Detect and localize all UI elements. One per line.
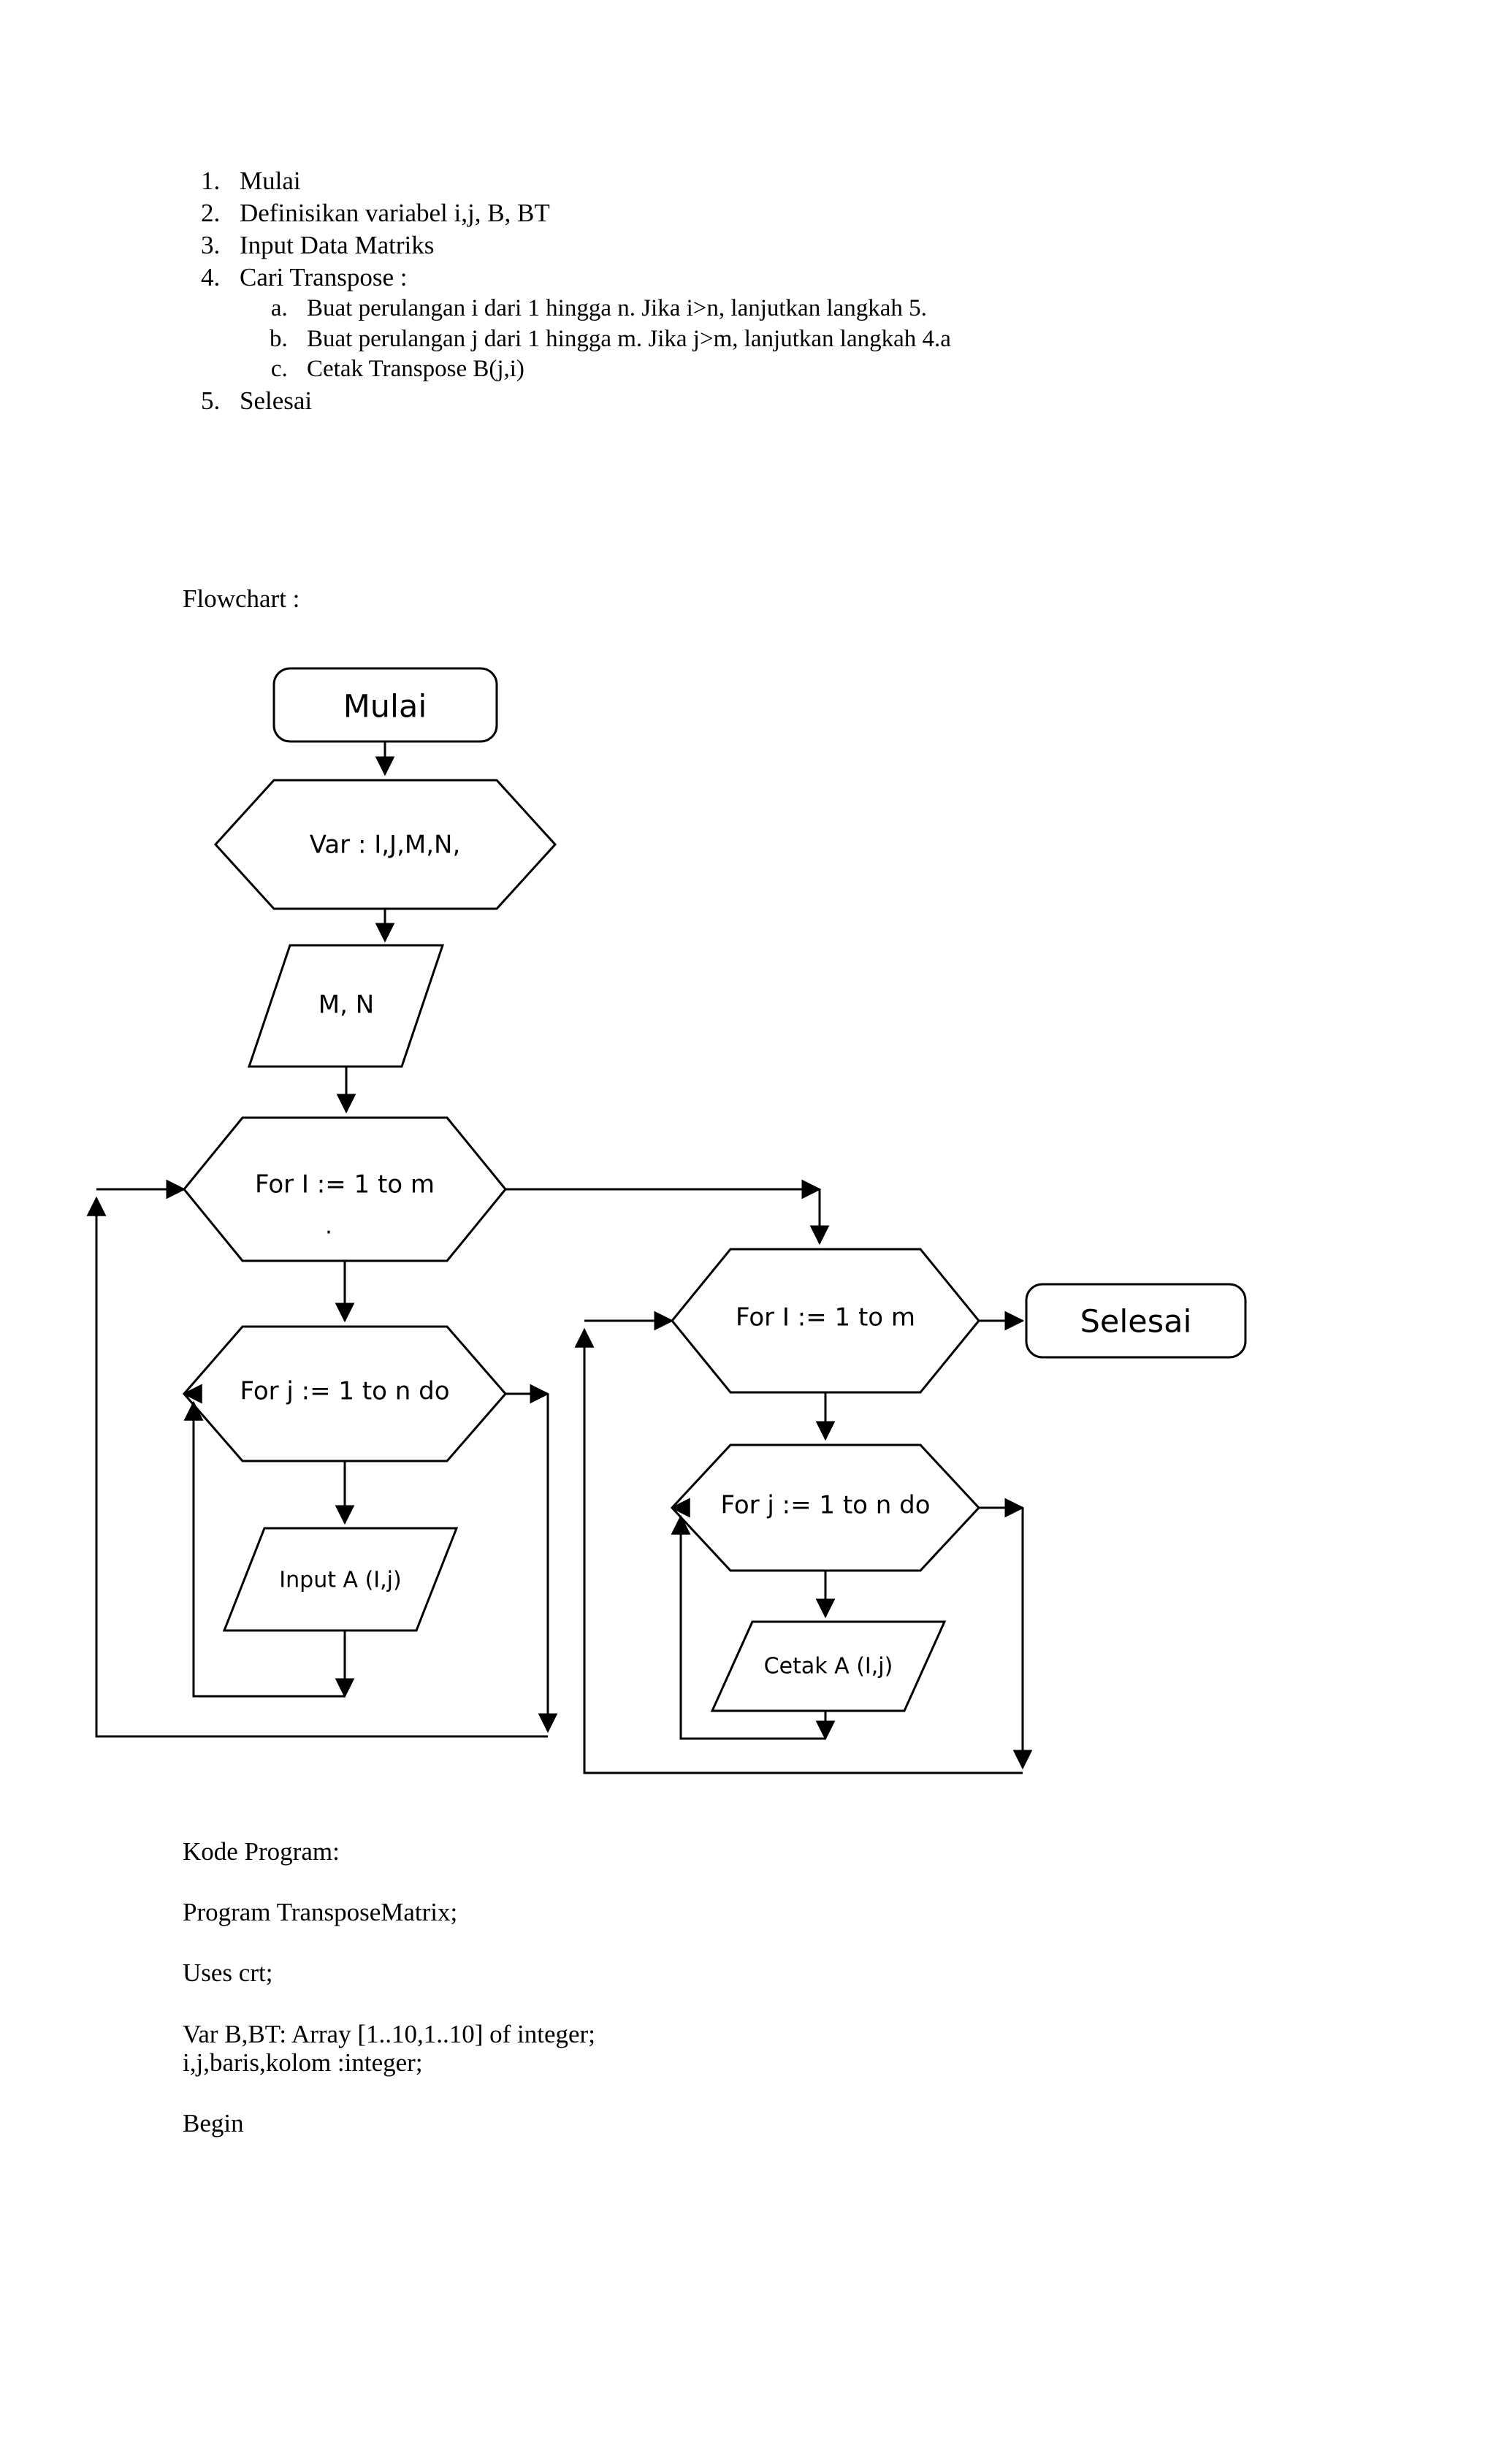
loop-i-left-label: For I := 1 to m bbox=[255, 1170, 435, 1199]
flowchart-diagram: Mulai Var : I,J,M,N, M, N For I := 1 to … bbox=[73, 643, 1439, 1797]
cetak-a-label: Cetak A (I,j) bbox=[764, 1654, 893, 1679]
end-terminator-label: Selesai bbox=[1080, 1304, 1192, 1340]
list-item: Buat perulangan j dari 1 hingga m. Jika … bbox=[294, 325, 1351, 354]
list-item: Cetak Transpose B(j,i) bbox=[294, 355, 1351, 384]
loopback-inner-j-right bbox=[671, 1514, 825, 1740]
code-line: Program TransposeMatrix; bbox=[183, 1898, 458, 1927]
input-a-parallelogram bbox=[222, 1527, 459, 1632]
substep-text: Buat perulangan i dari 1 hingga n. Jika … bbox=[307, 294, 927, 321]
list-item: Input Data Matriks bbox=[226, 231, 1351, 260]
step-text: Input Data Matriks bbox=[240, 230, 435, 259]
step-text: Definisikan variabel i,j, B, BT bbox=[240, 198, 550, 227]
input-mn-label: M, N bbox=[318, 991, 374, 1020]
input-a-label: Input A (I,j) bbox=[279, 1568, 401, 1593]
algorithm-list: Mulai Definisikan variabel i,j, B, BT In… bbox=[183, 167, 1351, 419]
list-item: Buat perulangan i dari 1 hingga n. Jika … bbox=[294, 294, 1351, 323]
step-text: Mulai bbox=[240, 167, 301, 195]
loopback-outer-i-rail bbox=[86, 1196, 548, 1738]
loop-i-right-label: For I := 1 to m bbox=[736, 1303, 915, 1332]
input-mn-parallelogram bbox=[247, 944, 445, 1068]
declare-hexagon bbox=[213, 779, 557, 910]
list-item: Definisikan variabel i,j, B, BT bbox=[226, 199, 1351, 228]
code-line: Var B,BT: Array [1..10,1..10] of integer… bbox=[183, 2019, 595, 2048]
list-item: Cari Transpose : Buat perulangan i dari … bbox=[226, 263, 1351, 384]
loopback-outer-i-right-rail bbox=[574, 1327, 1023, 1774]
end-terminator bbox=[1025, 1283, 1247, 1359]
step-text: Cari Transpose : bbox=[240, 262, 408, 291]
cetak-a-parallelogram bbox=[710, 1620, 947, 1712]
algorithm-substeps: Buat perulangan i dari 1 hingga n. Jika … bbox=[240, 294, 1351, 384]
substep-text: Buat perulangan j dari 1 hingga m. Jika … bbox=[307, 325, 951, 352]
loop-j-left-label: For j := 1 to n do bbox=[240, 1377, 449, 1406]
substep-text: Cetak Transpose B(j,i) bbox=[307, 356, 524, 383]
algorithm-steps: Mulai Definisikan variabel i,j, B, BT In… bbox=[183, 167, 1351, 416]
start-terminator-label: Mulai bbox=[343, 689, 427, 725]
list-item: Selesai bbox=[226, 386, 1351, 416]
code-line: Begin bbox=[183, 2108, 244, 2137]
loopback-inner-j-left bbox=[183, 1400, 345, 1698]
code-heading: Kode Program: bbox=[183, 1837, 340, 1866]
flowchart-caption: Flowchart : bbox=[183, 584, 300, 613]
declare-hexagon-label: Var : I,J,M,N, bbox=[310, 831, 461, 860]
code-line: Uses crt; bbox=[183, 1958, 273, 1988]
code-section: Kode Program: Program TransposeMatrix; U… bbox=[183, 1837, 1278, 2170]
step-text: Selesai bbox=[240, 386, 313, 416]
code-line: i,j,baris,kolom :integer; bbox=[183, 2048, 423, 2077]
loop-i-left-dot-label: . bbox=[325, 1214, 332, 1240]
list-item: Mulai bbox=[226, 167, 1351, 196]
loop-j-right-label: For j := 1 to n do bbox=[720, 1491, 930, 1520]
